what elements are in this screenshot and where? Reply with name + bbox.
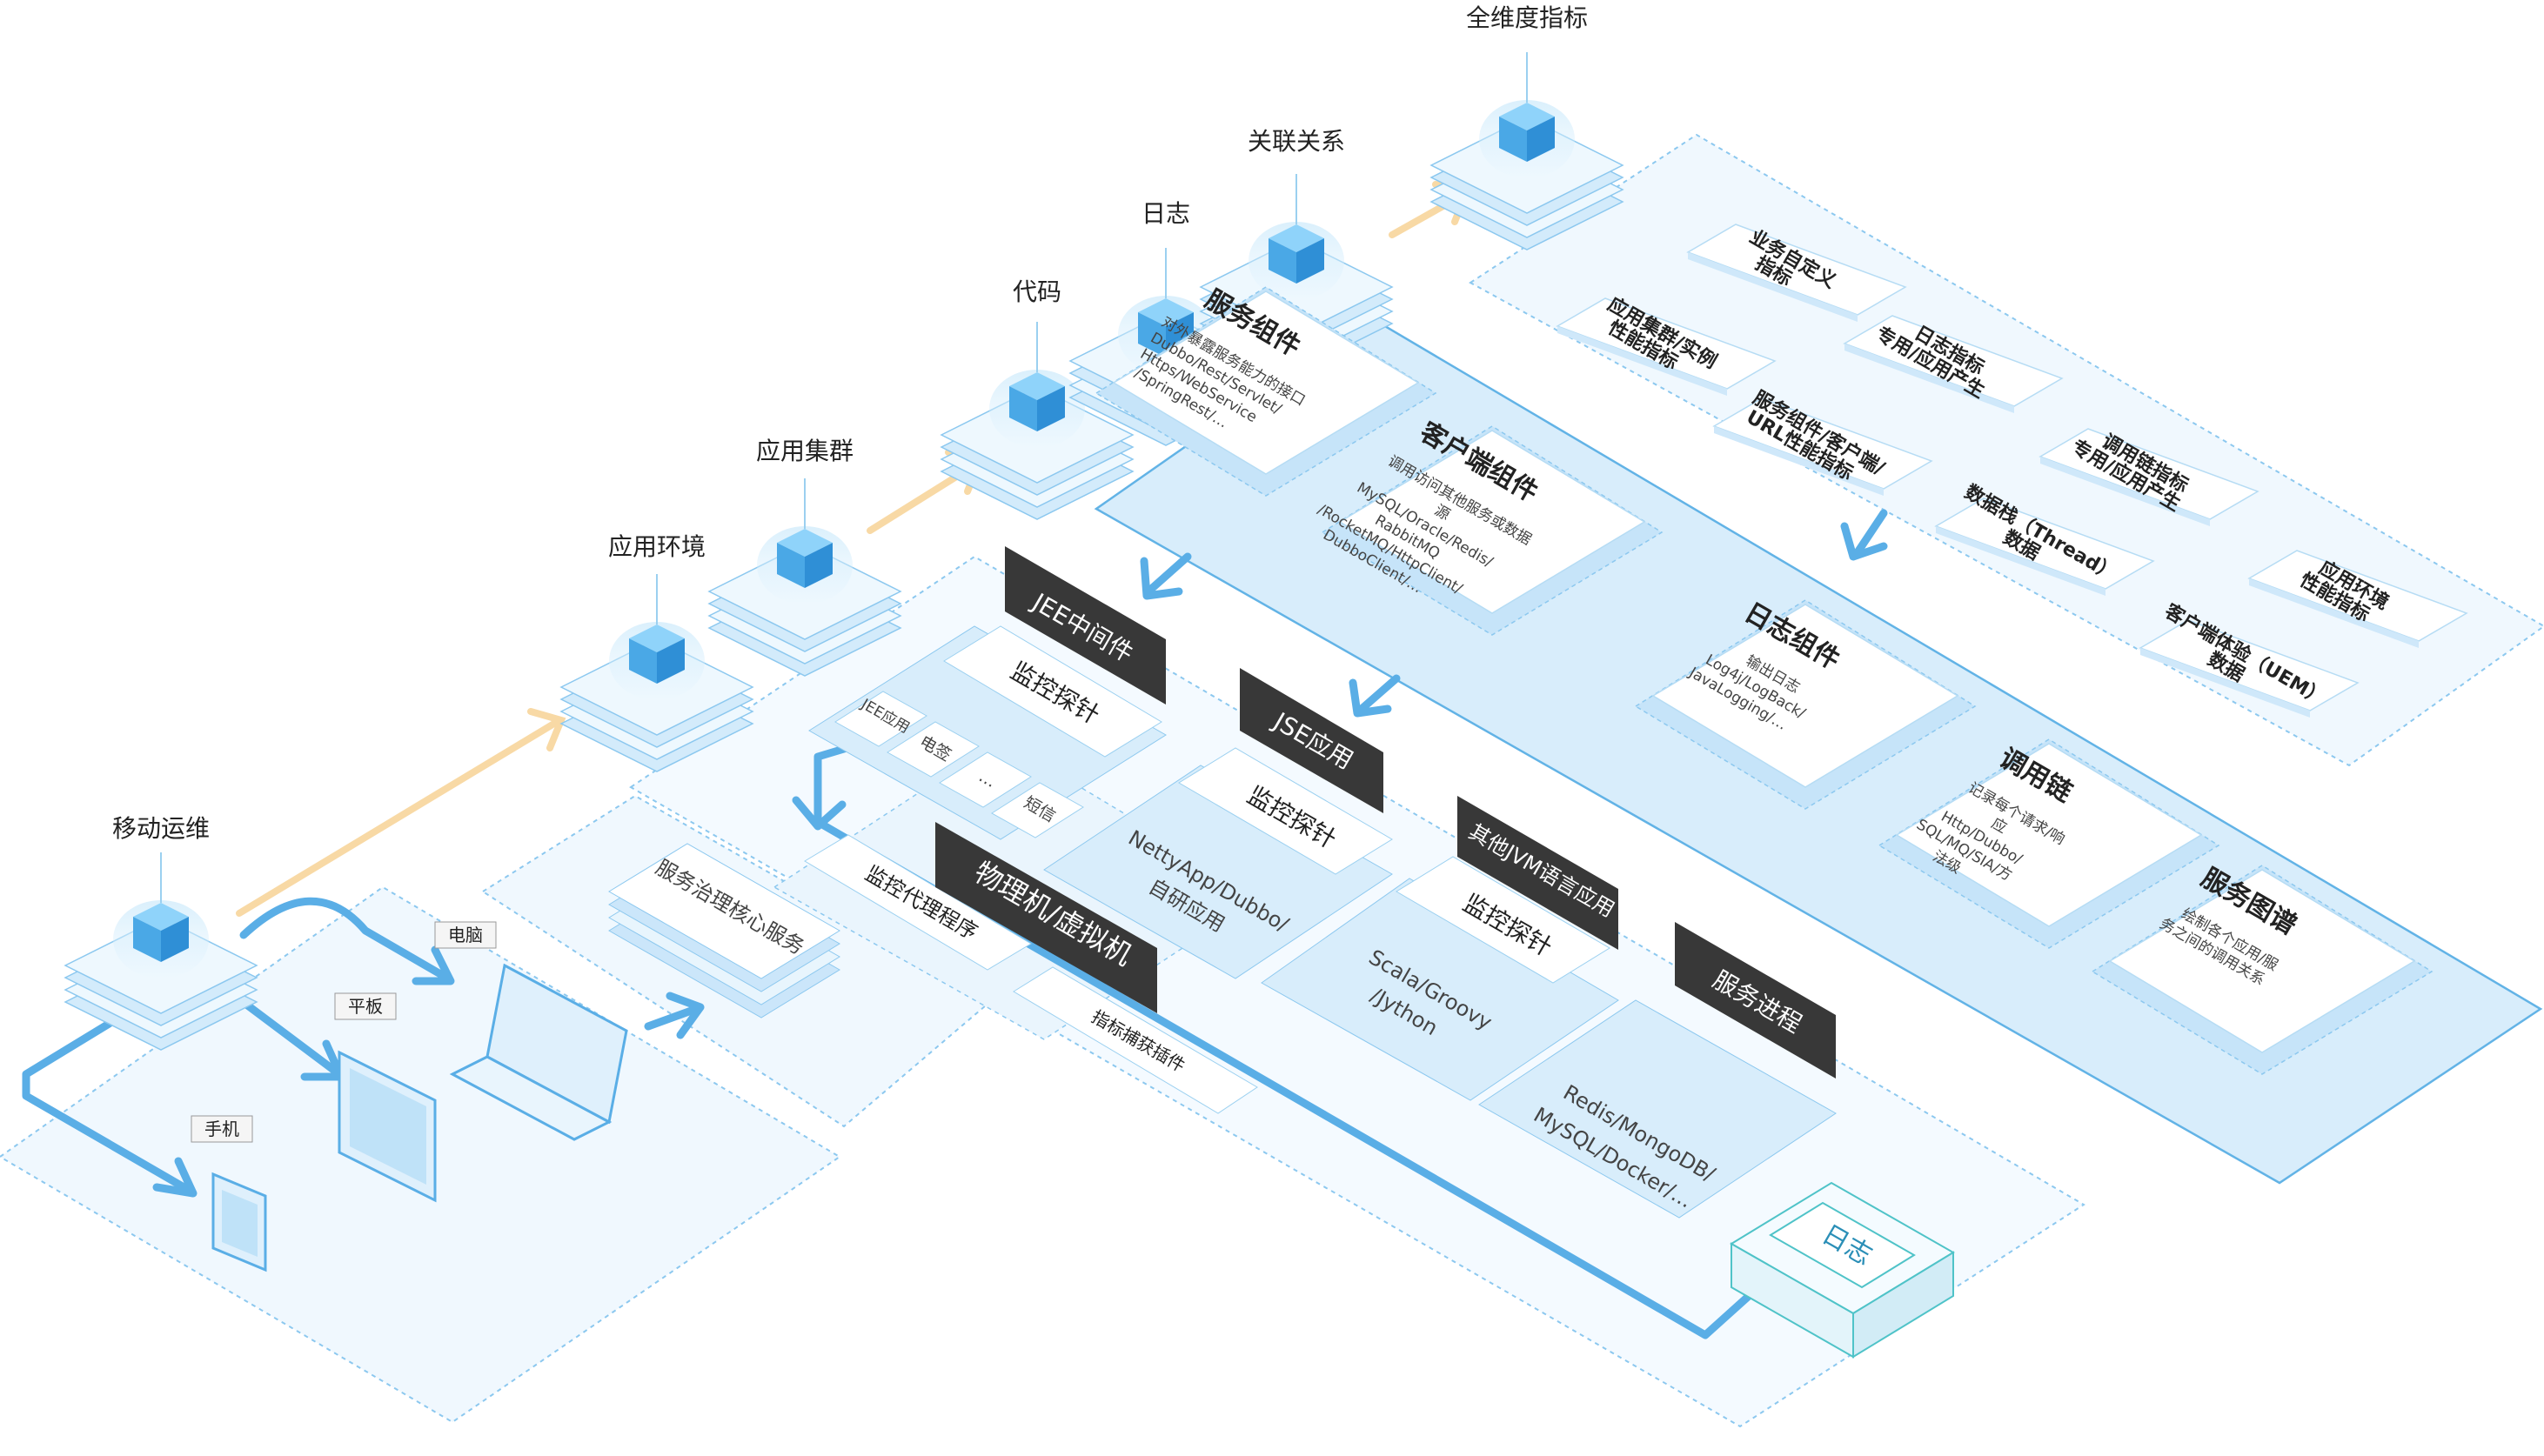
component-client: 客户端组件调用访问其他服务或数据源MySQL/Oracle/Redis/Rabb… <box>1315 417 1664 636</box>
stack-app-env-cube-icon <box>609 574 705 700</box>
label-full-dim: 全维度指标 <box>1466 3 1588 32</box>
stack-mobile-ops-cube-icon <box>113 852 209 978</box>
stack-full-dim-cube-icon <box>1479 52 1575 178</box>
stack-app-env <box>559 574 754 772</box>
label-mobile-ops: 移动运维 <box>112 814 210 843</box>
stack-code-cube-icon <box>989 322 1085 448</box>
log-box: 日志 <box>1730 1181 1955 1359</box>
laptop-icon <box>449 963 628 1141</box>
tablet-label: 平板 <box>348 996 383 1017</box>
label-app-env: 应用环境 <box>608 532 706 561</box>
stack-relations-cube-icon <box>1249 174 1344 300</box>
stack-full-dim <box>1429 52 1624 250</box>
component-logcomp: 日志组件输出日志Log4j/LogBack/JavaLogging/… <box>1634 598 1977 810</box>
stack-app-cluster-cube-icon <box>757 478 853 604</box>
label-relations: 关联关系 <box>1248 127 1345 156</box>
label-log: 日志 <box>1141 199 1190 228</box>
phone-label: 手机 <box>204 1119 239 1139</box>
stack-mobile-ops <box>64 852 258 1051</box>
phone-icon <box>211 1172 267 1272</box>
stack-labels: 移动运维 应用环境 应用集群 代码 日志 关联关系 全维度指标 <box>112 3 1588 843</box>
governance-stack: 服务治理核心服务 <box>608 843 840 1019</box>
label-code: 代码 <box>1013 277 1061 306</box>
device-tags: 手机 平板 电脑 <box>191 921 497 1143</box>
stack-app-cluster <box>707 478 902 677</box>
metrics-platform <box>1469 133 2544 767</box>
computer-label: 电脑 <box>448 925 483 945</box>
tablet-icon <box>338 1050 437 1203</box>
label-app-cluster: 应用集群 <box>756 437 854 465</box>
component-service: 服务组件对外暴露服务能力的接口Dubbo/Rest/Servlet/Https/… <box>1095 284 1437 497</box>
stack-log-cube-icon <box>1118 248 1214 374</box>
process-group: Redis/MongoDB/ MySQL/Docker/... 服务进程 <box>1478 922 1837 1219</box>
stack-code <box>940 322 1135 520</box>
